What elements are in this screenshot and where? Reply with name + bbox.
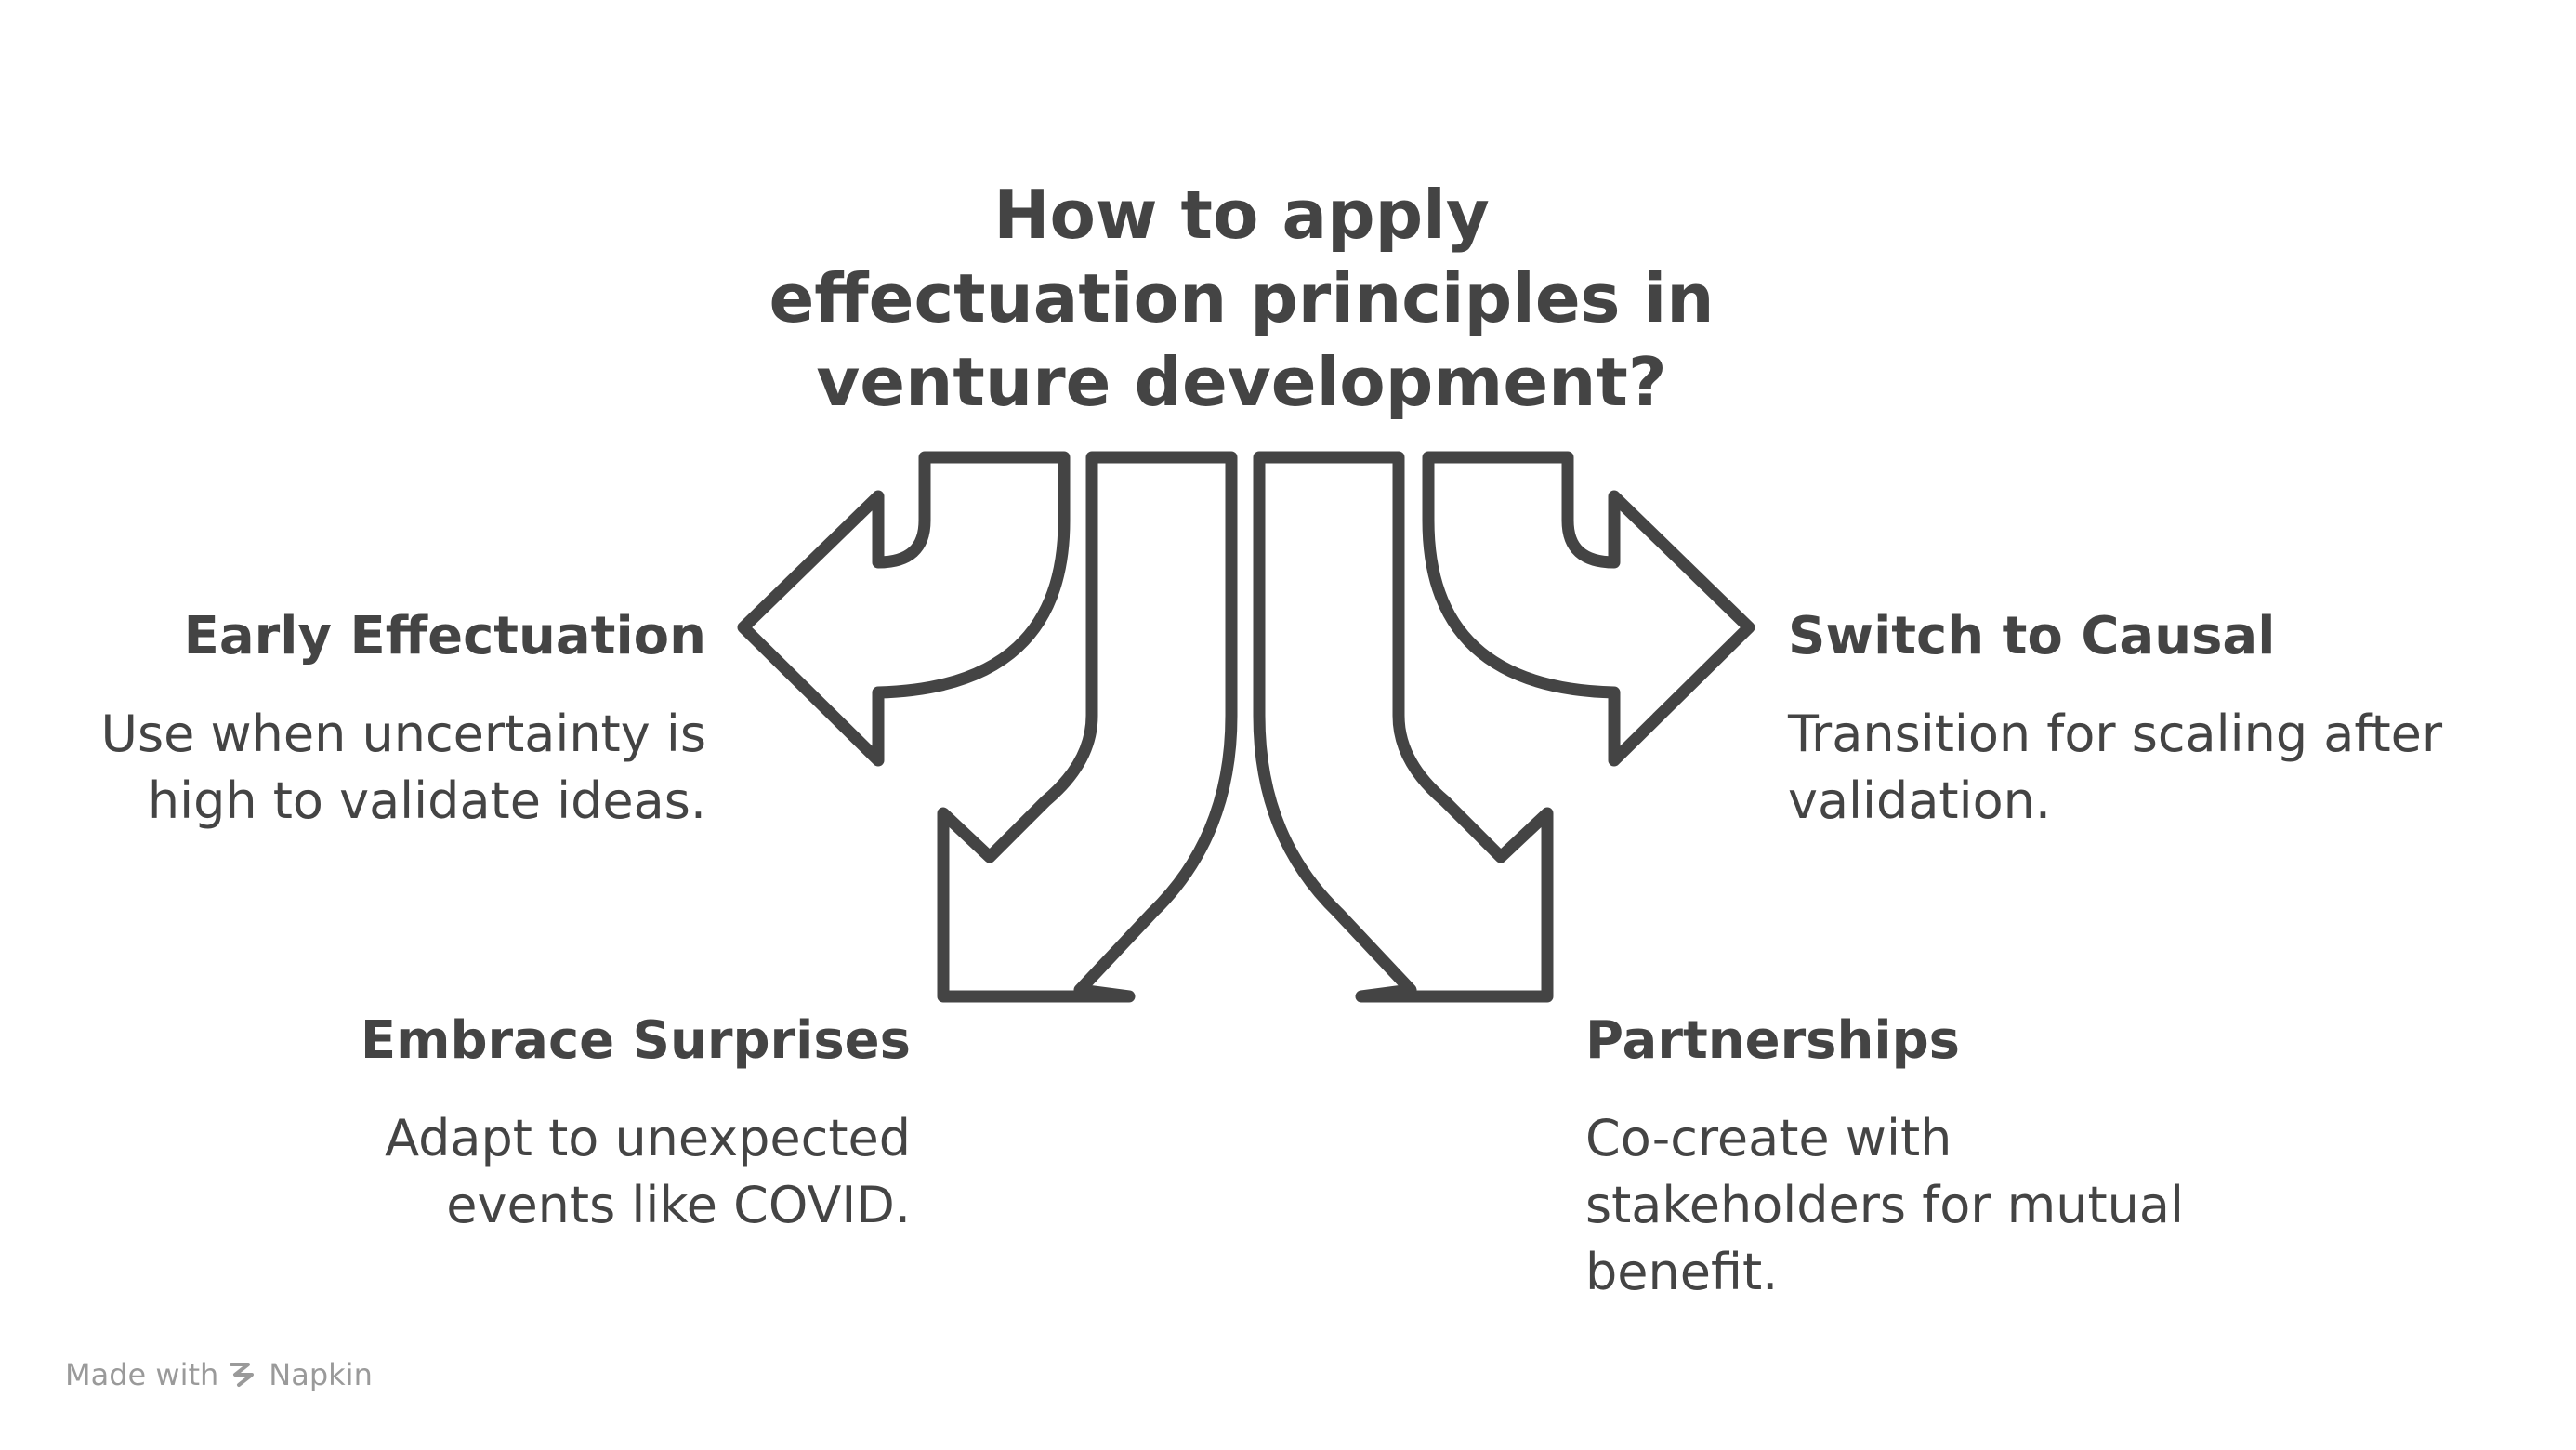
arrow-left-icon [737, 451, 1071, 767]
branch-early-effectuation: Early Effectuation Use when uncertainty … [0, 604, 706, 835]
branch-heading: Switch to Causal [1788, 606, 2276, 666]
branch-description: Transition for scaling after validation. [1788, 705, 2443, 830]
branch-heading: Embrace Surprises [360, 1010, 911, 1071]
branch-description: Adapt to unexpected events like COVID. [385, 1109, 911, 1234]
branch-description: Use when uncertainty is high to validate… [100, 705, 706, 830]
made-with-napkin-footer: Made with Napkin [65, 1357, 373, 1392]
arrow-down-right-icon [1253, 451, 1554, 1003]
made-with-label: Made with [65, 1357, 219, 1392]
branch-switch-to-causal: Switch to Causal Transition for scaling … [1788, 604, 2550, 835]
branch-heading: Partnerships [1585, 1010, 1960, 1071]
napkin-brand-label: Napkin [269, 1357, 373, 1392]
arrow-down-left-icon [937, 451, 1238, 1003]
branch-heading: Early Effectuation [183, 606, 706, 666]
branch-embrace-surprises: Embrace Surprises Adapt to unexpected ev… [112, 1008, 911, 1239]
branch-partnerships: Partnerships Co-create with stakeholders… [1585, 1008, 2347, 1306]
diagram-title: How to apply effectuation principles in … [769, 176, 1715, 421]
napkin-logo-icon [228, 1359, 259, 1391]
branch-description: Co-create with stakeholders for mutual b… [1585, 1109, 2184, 1301]
arrow-right-icon [1422, 451, 1755, 767]
